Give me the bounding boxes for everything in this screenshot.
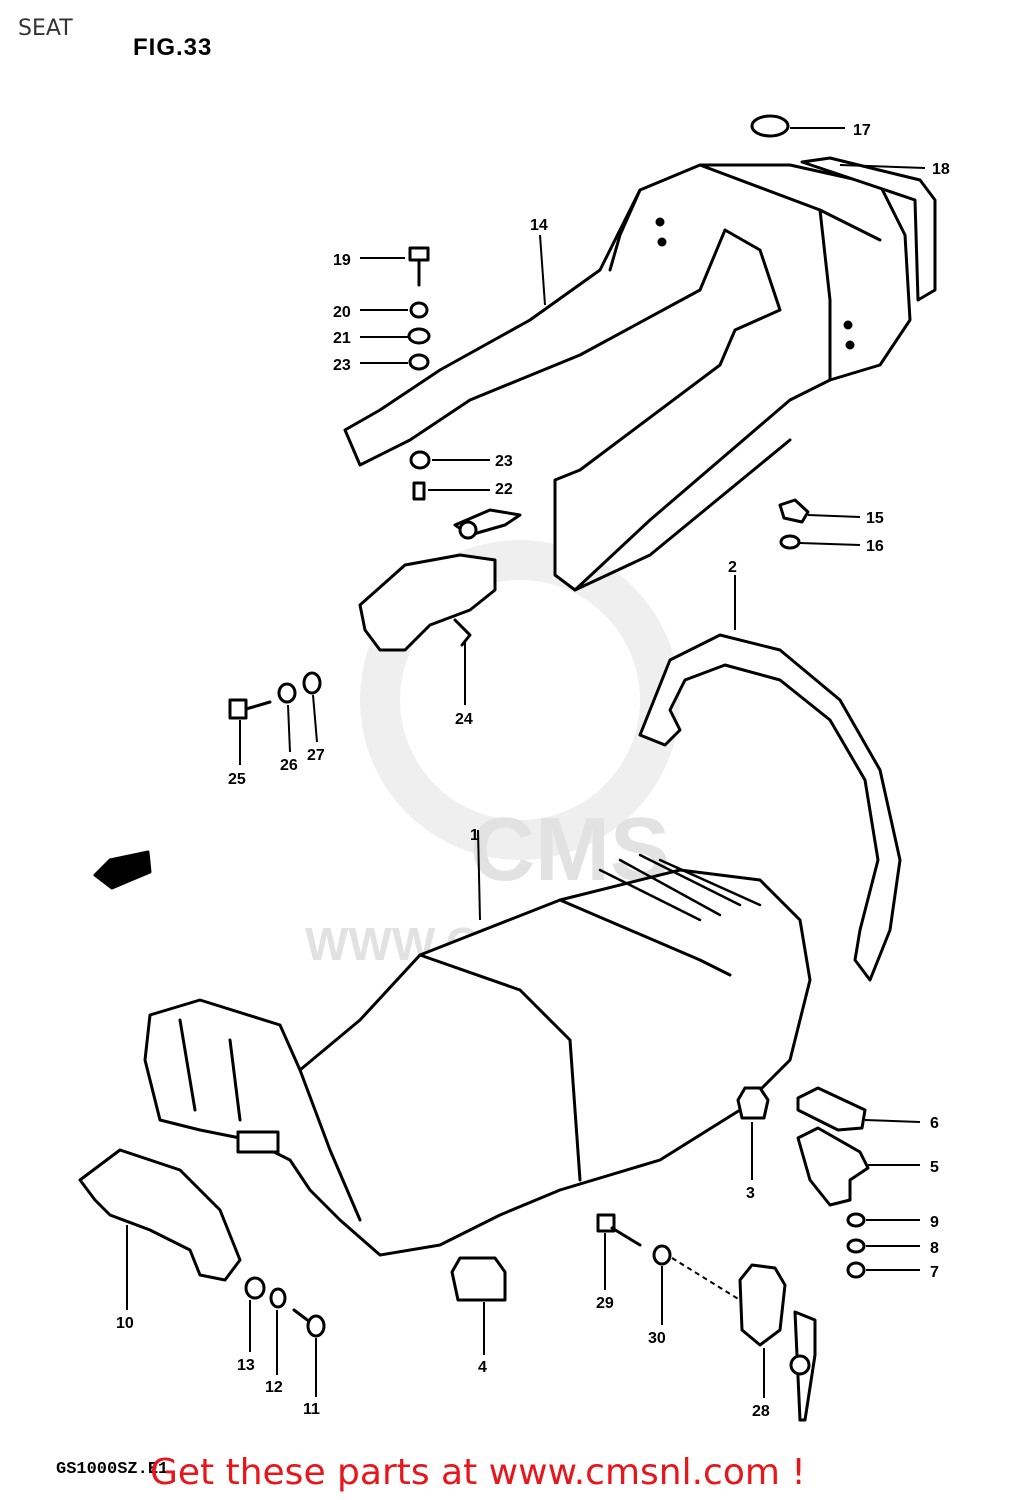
nut-26	[277, 682, 297, 704]
nut-23b	[409, 450, 431, 470]
stopper-3	[736, 1086, 770, 1120]
callout-3: 3	[746, 1185, 755, 1202]
callout-17: 17	[853, 122, 871, 139]
nut-23	[408, 353, 430, 371]
plate-6	[796, 1086, 867, 1132]
cushion-4	[450, 1256, 507, 1302]
callout-7: 7	[930, 1264, 939, 1281]
callout-21: 21	[333, 330, 351, 347]
washer-21	[407, 327, 431, 345]
nut-20	[409, 301, 429, 319]
callout-20: 20	[333, 304, 351, 321]
callout-14: 14	[530, 217, 548, 234]
model-code: GS1000SZ.E1	[56, 1460, 169, 1479]
callout-6: 6	[930, 1115, 939, 1132]
pin-22	[412, 481, 426, 501]
seat-strap	[638, 633, 902, 982]
bolt-25	[228, 698, 272, 720]
callout-29: 29	[596, 1295, 614, 1312]
clip-15	[778, 498, 810, 524]
callout-10: 10	[116, 1315, 134, 1332]
bolt-11	[292, 1308, 326, 1338]
seat	[143, 853, 812, 1257]
figure-label: FIG.33	[133, 34, 213, 61]
callout-23: 23	[333, 357, 351, 374]
promo-link[interactable]: Get these parts at www.cmsnl.com !	[150, 1452, 806, 1493]
washer-9	[846, 1212, 866, 1228]
callout-16: 16	[866, 538, 884, 555]
bolt-19	[408, 246, 430, 287]
page-title: SEAT	[18, 16, 73, 41]
callout-26: 26	[280, 757, 298, 774]
callout-30: 30	[648, 1330, 666, 1347]
seat-cowl	[343, 163, 912, 592]
callout-2: 2	[728, 559, 737, 576]
callout-23b: 23	[495, 453, 513, 470]
callout-9: 9	[930, 1214, 939, 1231]
nut-7	[846, 1261, 866, 1279]
callout-11: 11	[303, 1401, 320, 1418]
nut-12	[269, 1287, 287, 1309]
lock-28	[738, 1263, 787, 1347]
callout-24: 24	[455, 711, 473, 728]
grommet-17	[750, 114, 790, 138]
bracket-10	[78, 1148, 242, 1282]
trim-strip-18	[800, 156, 937, 302]
washer-13	[244, 1276, 266, 1300]
washer-30	[652, 1244, 672, 1266]
callout-5: 5	[930, 1159, 939, 1176]
callout-19: 19	[333, 252, 351, 269]
callout-18: 18	[932, 161, 950, 178]
callout-4: 4	[478, 1359, 487, 1376]
hook-5	[796, 1126, 870, 1207]
washer-27	[302, 671, 322, 695]
callout-1: 1	[470, 827, 479, 844]
callout-28: 28	[752, 1403, 770, 1420]
callout-25: 25	[228, 771, 246, 788]
callout-13: 13	[237, 1357, 255, 1374]
front-arrow-icon	[93, 850, 152, 890]
callout-22: 22	[495, 481, 513, 498]
seat-lock-assembly	[358, 508, 522, 652]
callout-27: 27	[307, 747, 325, 764]
callout-8: 8	[930, 1240, 939, 1257]
callout-15: 15	[866, 510, 884, 527]
washer-8	[846, 1238, 866, 1254]
bolt-29	[596, 1213, 642, 1247]
washer-16	[779, 534, 801, 550]
callout-12: 12	[265, 1379, 283, 1396]
